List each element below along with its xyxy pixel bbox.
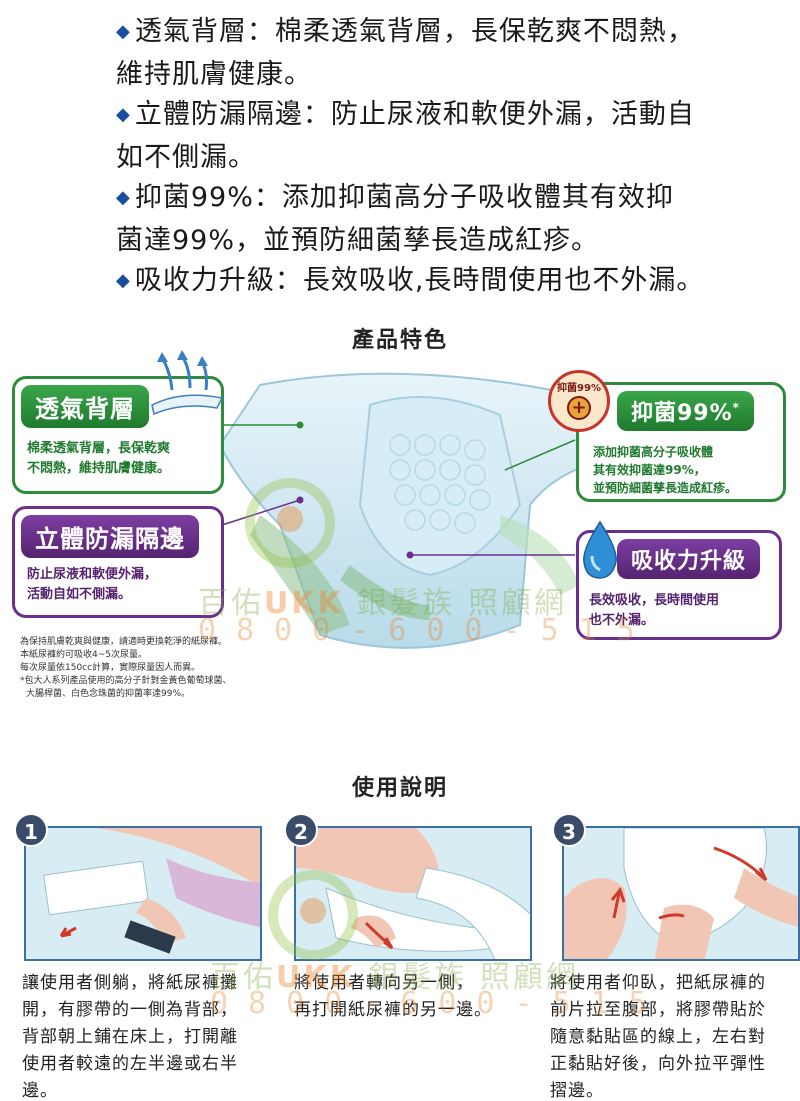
- usage-title: 使用說明: [351, 776, 448, 801]
- features-title: 產品特色: [351, 328, 448, 353]
- feature-card-antibacterial: 抑菌99%* 添加抑菌高分子吸收體 其有效抑菌達99%， 並預防細菌孳長造成紅疹…: [576, 382, 786, 502]
- antibacterial-badge-icon: 抑菌99% +: [548, 370, 610, 432]
- watermark-phone: 0800-600-515: [210, 986, 667, 1021]
- connector-dot: [296, 421, 304, 429]
- bullet-line: ◆立體防漏隔邊：防止尿液和軟便外漏，活動自: [116, 99, 695, 130]
- feature-title: 透氣背層: [21, 385, 149, 428]
- watermark-logo: [268, 870, 358, 960]
- watermark-logo: [245, 478, 335, 568]
- plus-icon: +: [567, 396, 591, 420]
- feature-title: 吸收力升級: [617, 539, 761, 579]
- bullet-line: ◆抑菌99%：添加抑菌高分子吸收體其有效抑: [116, 182, 674, 213]
- watermark-text: 百佑UKK 銀髮族 照顧網: [210, 960, 579, 995]
- connector-line: [504, 439, 576, 471]
- airflow-arrows-icon: [151, 350, 224, 416]
- diamond-icon: ◆: [116, 187, 131, 208]
- step-number: 3: [552, 813, 586, 847]
- feature-card-leakguard: 立體防漏隔邊 防止尿液和軟便外漏， 活動自如不側漏。: [12, 506, 224, 618]
- step-illustration: [562, 826, 800, 961]
- diamond-icon: ◆: [116, 270, 131, 291]
- feature-card-absorb: 吸收力升級 長效吸收，長時間使用 也不外漏。: [576, 530, 782, 640]
- step-number: 1: [14, 813, 48, 847]
- step-illustration: [24, 826, 262, 961]
- step-number: 2: [284, 813, 318, 847]
- bullet-line: 維持肌膚健康。: [116, 59, 312, 90]
- bullet-line: ◆透氣背層：棉柔透氣背層，長保乾爽不悶熱，: [116, 16, 695, 47]
- feature-bullet-list: ◆透氣背層：棉柔透氣背層，長保乾爽不悶熱， 維持肌膚健康。 ◆立體防漏隔邊：防止…: [116, 12, 756, 304]
- diamond-icon: ◆: [116, 104, 131, 125]
- bullet-line: 如不側漏。: [116, 142, 256, 173]
- water-drop-icon: [583, 520, 617, 579]
- diamond-icon: ◆: [116, 21, 131, 42]
- step-description: 將使用者仰臥，把紙尿褲的 前片拉至腹部，將膠帶貼於 隨意黏貼區的線上，左右對 正…: [550, 973, 766, 1101]
- connector-dot: [406, 551, 414, 559]
- bullet-line: 菌達99%，並預防細菌孳長造成紅疹。: [116, 225, 600, 256]
- watermark-phone: 0800-600-515: [198, 613, 655, 648]
- feature-title: 立體防漏隔邊: [21, 515, 199, 558]
- step-description: 讓使用者側躺，將紙尿褲攤 開，有膠帶的一側為背部， 背部朝上鋪在床上，打開離 使…: [22, 973, 238, 1101]
- connector-lines: [221, 421, 576, 559]
- feature-title: 抑菌99%*: [617, 391, 754, 431]
- footnotes: 為保持肌膚乾爽與健康，請適時更換乾淨的紙尿褲。 本紙尿褲約可吸收4~5次尿量。 …: [20, 637, 232, 699]
- bullet-line: ◆吸收力升級：長效吸收,長時間使用也不外漏。: [116, 265, 705, 296]
- watermark-text: 百佑UKK 銀髮族 照顧網: [198, 586, 567, 621]
- step-description: 將使用者轉向另一側， 再打開紙尿褲的另一邊。: [294, 973, 492, 1020]
